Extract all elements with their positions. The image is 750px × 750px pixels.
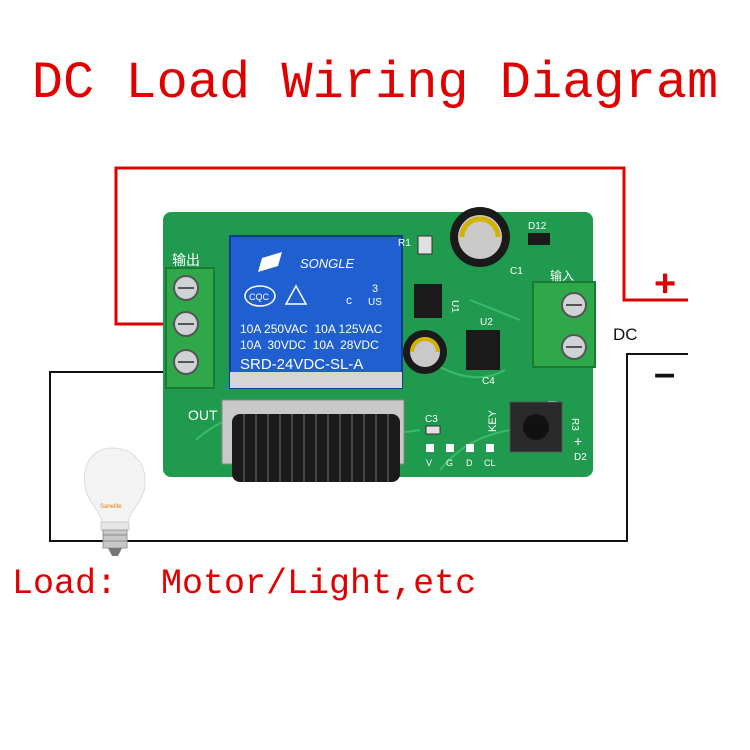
pin-g-label: G	[446, 458, 453, 468]
input-terminal-block	[532, 281, 596, 368]
relay-ul-us: US	[368, 297, 382, 308]
r1-label: R1	[398, 238, 411, 249]
c3-label: C3	[425, 414, 438, 425]
regulator-u1	[414, 284, 442, 318]
u1-label: U1	[449, 300, 460, 313]
diode-d12	[528, 233, 550, 245]
relay-brand: SONGLE	[300, 256, 355, 271]
key-label: KEY	[487, 409, 499, 432]
relay-ul-num: 3	[372, 283, 378, 295]
plus-sign: +	[654, 263, 676, 305]
pin-cl-label: CL	[484, 458, 496, 468]
capacitor-c3	[425, 425, 441, 435]
light-bulb-icon	[83, 447, 146, 556]
relay: SONGLE CQC c 3 US 10A 250VAC 10A 125VAC …	[229, 235, 403, 389]
load-value: Motor/Light,etc	[161, 564, 477, 604]
capacitor-c1	[450, 207, 510, 267]
bulb-brand: Sanelite	[100, 504, 122, 510]
c4-label: C4	[482, 376, 495, 387]
output-cn-label: 输出	[172, 252, 200, 268]
relay-ul-mark: c	[346, 293, 352, 307]
positive-wire	[114, 166, 688, 326]
load-label: Load:	[12, 564, 118, 604]
input-cn-label: 输入	[550, 268, 574, 283]
relay-rating-line2: 10A 30VDC 10A 28VDC	[240, 338, 379, 352]
page-title: DC Load Wiring Diagram	[31, 54, 719, 113]
program-pin-header	[426, 444, 494, 452]
capacitor-c2	[403, 330, 447, 374]
resistor-r1	[417, 235, 433, 255]
c1-label: C1	[510, 266, 523, 277]
plus-mark: +	[574, 433, 582, 449]
load-caption: Load: Motor/Light,etc	[12, 562, 476, 606]
relay-cert-mark: CQC	[249, 292, 270, 302]
d2-label: D2	[574, 452, 587, 463]
dc-label: DC	[613, 325, 638, 344]
r3-label: R3	[569, 418, 580, 431]
output-terminal-block	[165, 267, 215, 389]
u2-label: U2	[480, 317, 493, 328]
pin-d-label: D	[466, 458, 473, 468]
relay-model: SRD-24VDC-SL-A	[240, 356, 363, 373]
relay-rating-line1: 10A 250VAC 10A 125VAC	[240, 322, 383, 336]
coil-antenna	[232, 414, 400, 482]
pin-v-label: V	[426, 458, 432, 468]
minus-sign: –	[654, 353, 675, 395]
negative-wire	[49, 353, 688, 542]
d12-label: D12	[528, 221, 547, 232]
chip-u2	[466, 330, 500, 370]
out-label: OUT	[188, 407, 218, 423]
